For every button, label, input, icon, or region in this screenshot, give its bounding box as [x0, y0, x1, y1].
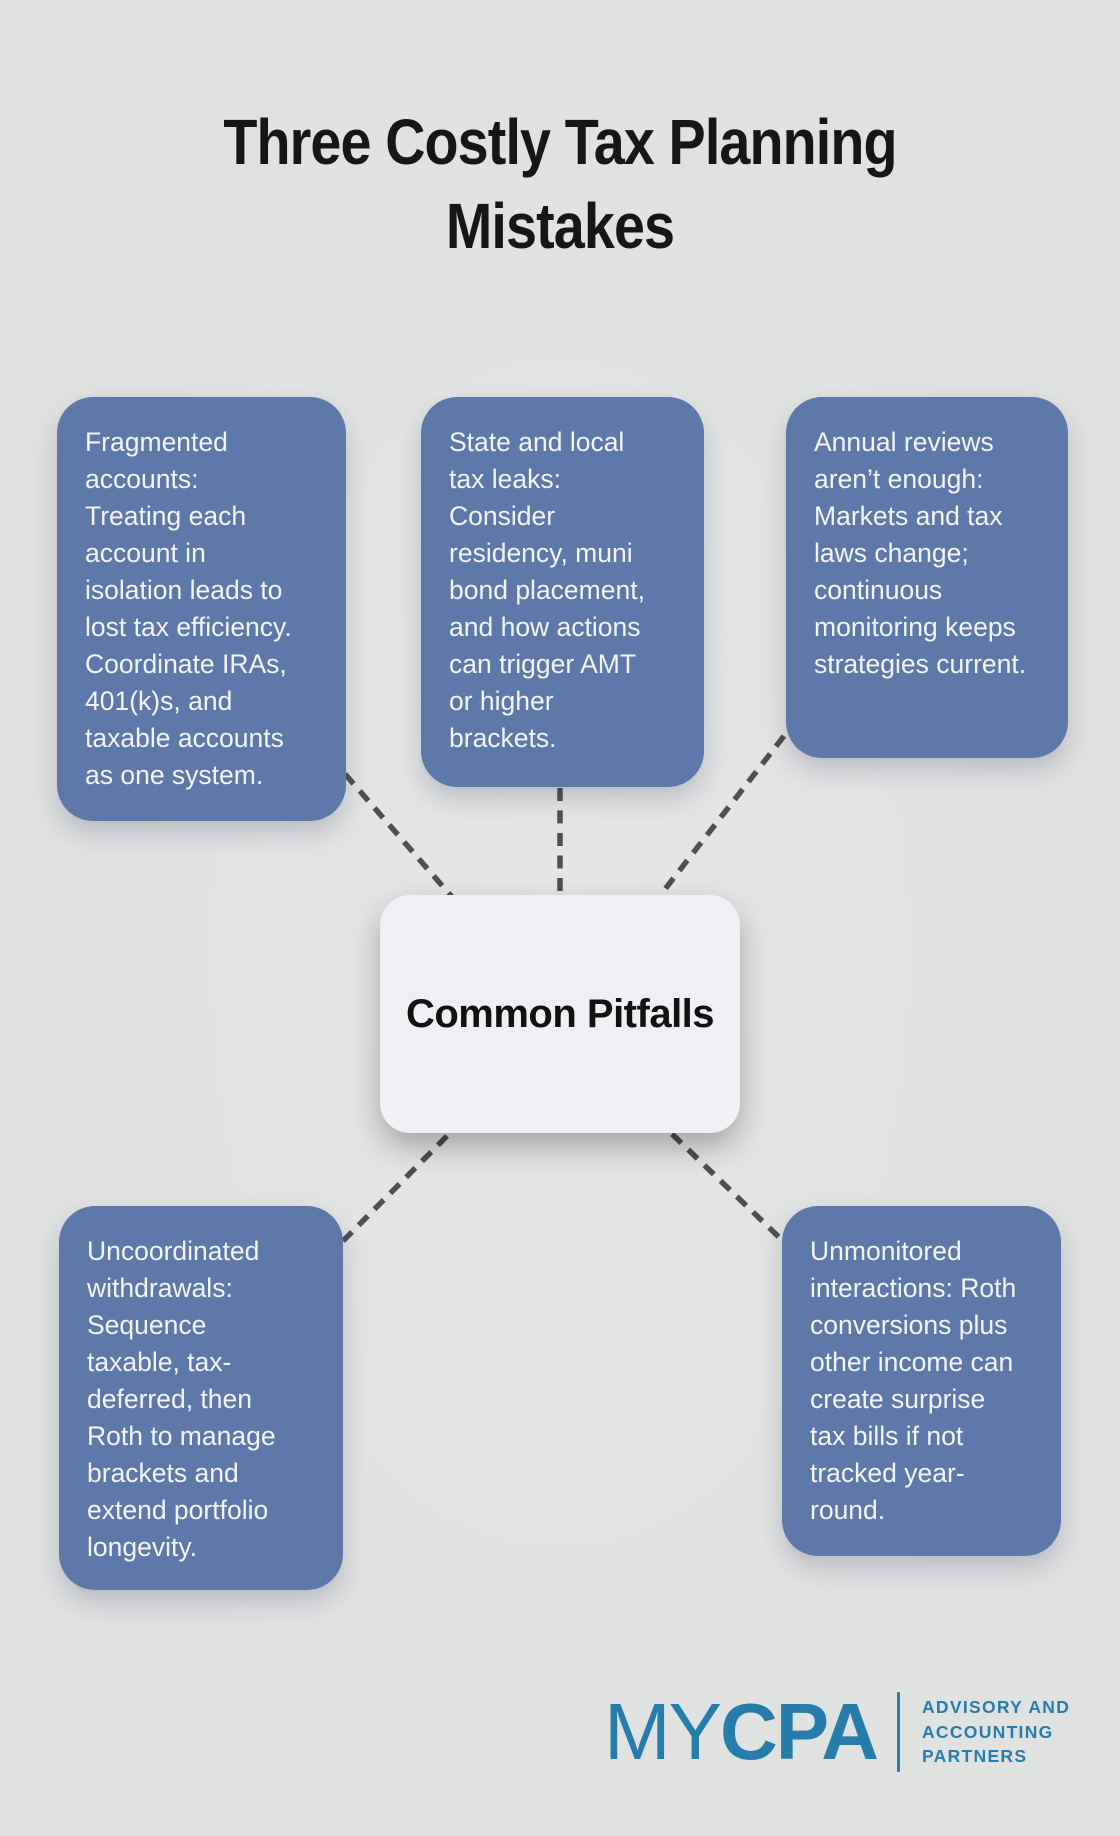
node-unmonitored-interactions: Unmonitored interactions: Roth conversio… — [782, 1206, 1061, 1556]
page-title-text: Three Costly Tax Planning Mistakes — [223, 106, 897, 262]
logo-wordmark-light: MY — [604, 1687, 722, 1776]
page-title: Three Costly Tax Planning Mistakes — [0, 100, 1120, 268]
logo-wordmark-bold: CPA — [720, 1687, 879, 1776]
logo-tagline-line: PARTNERS — [921, 1746, 1028, 1767]
logo-divider — [896, 1692, 900, 1772]
pitfall-text: Unmonitored interactions: Roth conversio… — [810, 1236, 1017, 1525]
logo-wordmark: MYCPA — [604, 1692, 879, 1772]
pitfall-text: State and local tax leaks: Consider resi… — [449, 427, 645, 753]
pitfall-text: Annual reviews aren’t enough: Markets an… — [814, 427, 1027, 679]
logo-tagline: ADVISORY AND ACCOUNTING PARTNERS — [922, 1695, 1070, 1769]
center-node-common-pitfalls: Common Pitfalls — [380, 895, 740, 1133]
pitfall-text: Uncoordinated withdrawals: Sequence taxa… — [87, 1236, 276, 1562]
connector-uncoordinated-withdrawals — [341, 1134, 449, 1243]
node-uncoordinated-withdrawals: Uncoordinated withdrawals: Sequence taxa… — [59, 1206, 343, 1590]
node-state-and-local-tax-leaks: State and local tax leaks: Consider resi… — [421, 397, 704, 787]
brand-logo: MYCPA ADVISORY AND ACCOUNTING PARTNERS — [604, 1692, 1070, 1772]
pitfall-text: Fragmented accounts: Treating each accou… — [85, 427, 292, 790]
logo-tagline-line: ADVISORY AND — [921, 1697, 1071, 1718]
node-annual-reviews-arent-enough: Annual reviews aren’t enough: Markets an… — [786, 397, 1068, 758]
logo-tagline-line: ACCOUNTING — [921, 1721, 1054, 1742]
connector-fragmented-accounts — [342, 772, 455, 899]
node-fragmented-accounts: Fragmented accounts: Treating each accou… — [57, 397, 346, 821]
connector-unmonitored-interactions — [670, 1132, 785, 1243]
center-node-label: Common Pitfalls — [405, 991, 715, 1036]
